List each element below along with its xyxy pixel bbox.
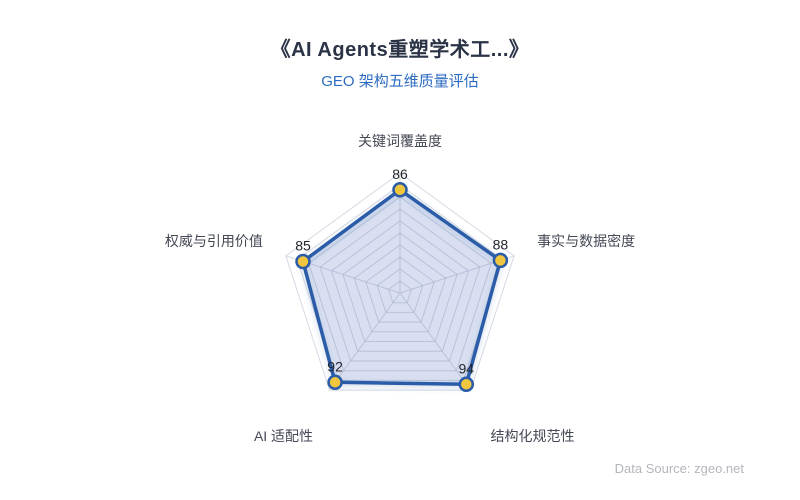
- radar-axis-label: 事实与数据密度: [537, 233, 635, 249]
- radar-series: [295, 182, 509, 393]
- radar-value-label: 86: [392, 166, 408, 182]
- radar-data-point[interactable]: [392, 182, 408, 198]
- radar-value-label: 94: [459, 360, 475, 376]
- radar-data-point[interactable]: [327, 374, 343, 391]
- radar-value-label: 88: [493, 236, 509, 252]
- data-source-label: Data Source: zgeo.net: [614, 461, 744, 476]
- radar-axis-label: AI 适配性: [254, 428, 313, 444]
- radar-axis-label: 权威与引用价值: [165, 233, 263, 249]
- radar-data-area: [301, 188, 503, 387]
- radar-value-label: 85: [295, 238, 311, 254]
- radar-axis-label: 关键词覆盖度: [358, 133, 442, 149]
- chart-title: 《AI Agents重塑学术工...》: [270, 39, 530, 61]
- radar-data-point[interactable]: [492, 252, 509, 269]
- radar-value-label: 92: [327, 358, 343, 374]
- radar-grid-ring: [285, 172, 515, 391]
- radar-axis-label: 结构化规范性: [491, 428, 575, 444]
- radar-data-point[interactable]: [458, 376, 475, 393]
- radar-data-point[interactable]: [295, 253, 311, 270]
- chart-subtitle: GEO 架构五维质量评估: [321, 73, 479, 90]
